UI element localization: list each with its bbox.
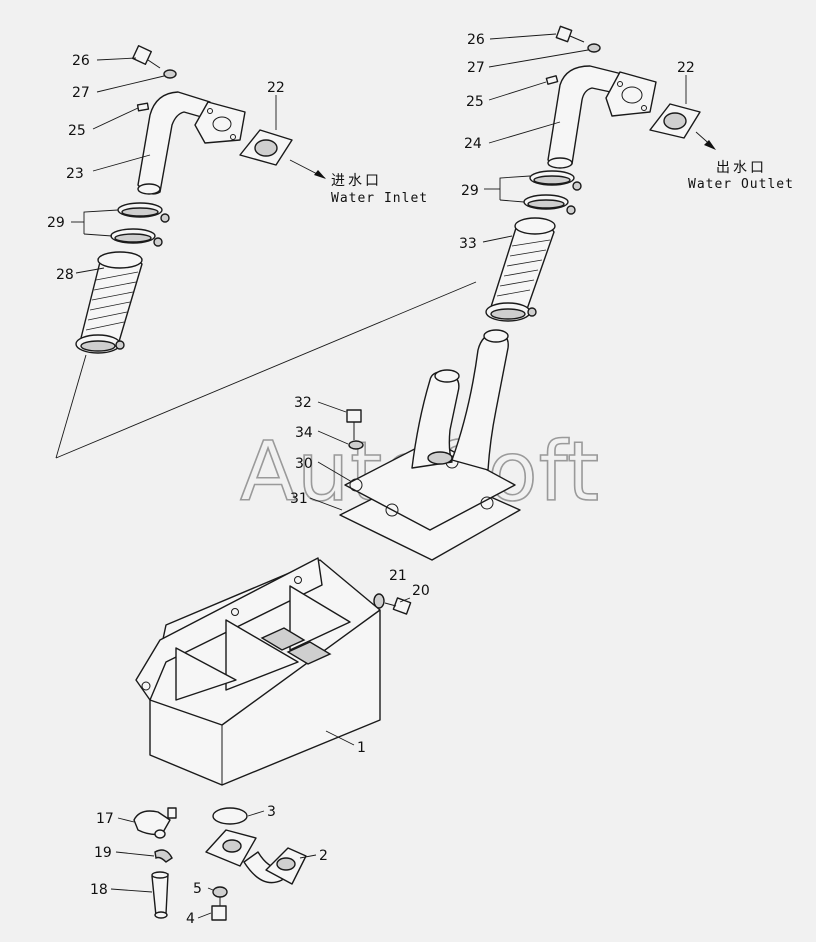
callout-20: 20 [412, 583, 430, 599]
outlet-arrow-icon [704, 140, 716, 150]
outlet-note: 出水口 Water Outlet [688, 160, 794, 192]
washer-5 [212, 886, 228, 898]
callout-23: 23 [66, 166, 84, 182]
inlet-note: 进水口 Water Inlet [331, 173, 428, 206]
washer-27-right [587, 43, 601, 53]
callout-29-right: 29 [461, 183, 479, 199]
callout-32: 32 [294, 395, 312, 411]
pipe-flange-right [605, 71, 657, 117]
bolt-26-right [555, 25, 585, 43]
hose-28 [75, 251, 143, 354]
callout-22-right: 22 [677, 60, 695, 76]
callout-25-right: 25 [466, 94, 484, 110]
callout-31: 31 [290, 491, 308, 507]
washer-27-left [163, 69, 177, 79]
bolt-32 [346, 409, 362, 440]
callout-30: 30 [295, 456, 313, 472]
callout-22-left: 22 [267, 80, 285, 96]
callout-4: 4 [186, 911, 195, 927]
callout-28: 28 [56, 267, 74, 283]
hose-clamps-29-right [523, 170, 582, 215]
callout-2: 2 [319, 848, 328, 864]
callout-18: 18 [90, 882, 108, 898]
tube-18 [151, 871, 169, 919]
callout-29-left: 29 [47, 215, 65, 231]
callout-19: 19 [94, 845, 112, 861]
callout-27-left: 27 [72, 85, 90, 101]
hose-clamps-29-left [110, 202, 170, 247]
water-tank-1 [135, 557, 381, 786]
water-inlet-label-cn: 进水口 [331, 173, 382, 189]
hose-33 [485, 217, 556, 322]
inlet-arrow-icon [314, 170, 326, 179]
pin-25-right [545, 75, 559, 85]
water-outlet-label-cn: 出水口 [716, 160, 767, 176]
callout-27-right: 27 [467, 60, 485, 76]
washer-21 [373, 593, 385, 609]
callout-26-left: 26 [72, 53, 90, 69]
leader-lines [71, 33, 687, 919]
callout-34: 34 [295, 425, 313, 441]
callout-numbers: 26 27 25 22 23 29 28 26 27 25 22 24 29 3… [47, 32, 695, 927]
drain-valve-17 [133, 807, 177, 839]
washer-34 [348, 440, 364, 450]
clip-19 [154, 849, 173, 863]
callout-33: 33 [459, 236, 477, 252]
pin-25-left [136, 102, 150, 112]
bolt-20 [384, 597, 412, 615]
callout-26-right: 26 [467, 32, 485, 48]
water-manifold-30 [339, 329, 521, 561]
callout-24: 24 [464, 136, 482, 152]
callout-1: 1 [357, 740, 366, 756]
elbow-pipe-23 [137, 91, 213, 195]
water-inlet-label-en: Water Inlet [331, 191, 428, 206]
callout-21: 21 [389, 568, 407, 584]
left-inlet-assembly [55, 44, 477, 459]
callout-5: 5 [193, 881, 202, 897]
callout-17: 17 [96, 811, 114, 827]
right-outlet-assembly [485, 25, 716, 322]
o-ring-3 [212, 807, 248, 825]
callout-25-left: 25 [68, 123, 86, 139]
elbow-pipe-24 [547, 65, 623, 167]
bolt-4 [211, 897, 227, 921]
bolt-26-left [131, 44, 161, 69]
water-outlet-label-en: Water Outlet [688, 177, 794, 192]
connector-pipe-2 [205, 829, 307, 885]
callout-3: 3 [267, 804, 276, 820]
